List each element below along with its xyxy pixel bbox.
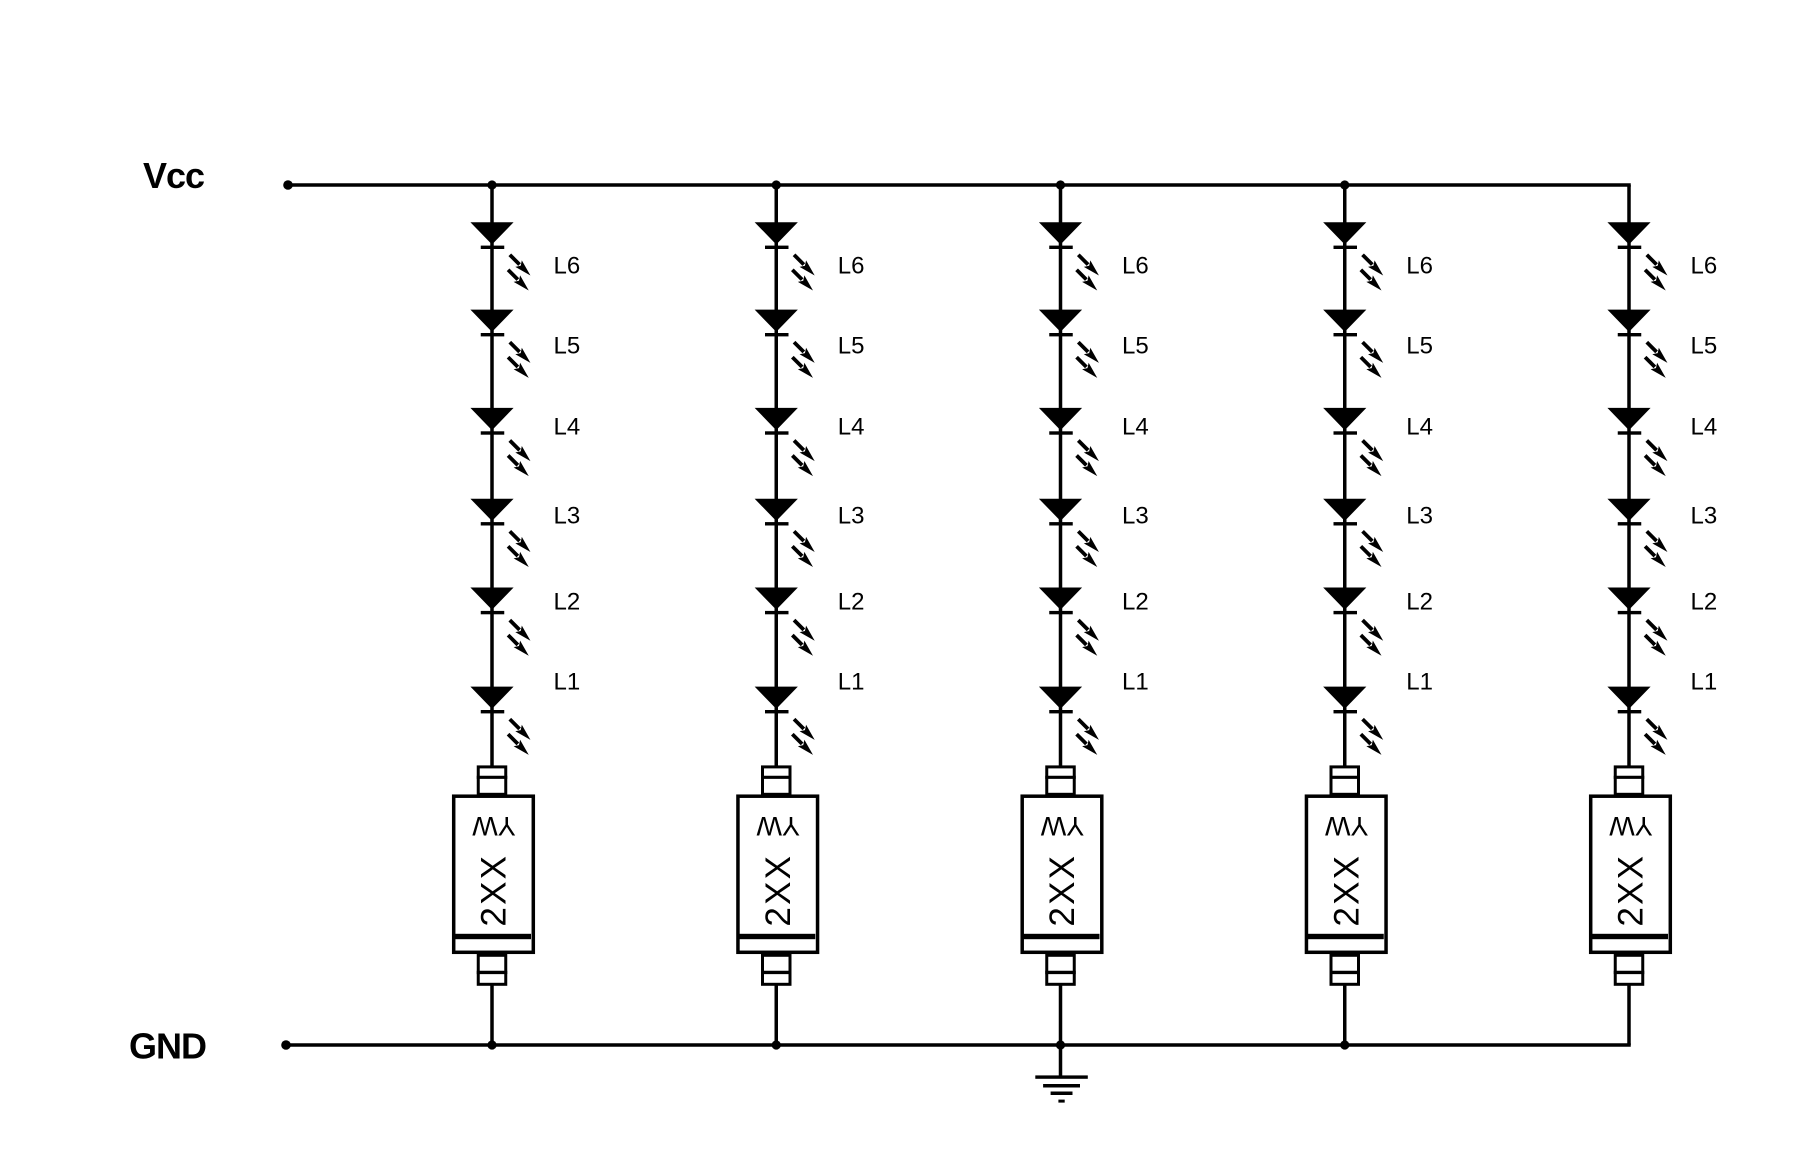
svg-text:GND: GND <box>129 1026 206 1067</box>
svg-text:Vcc: Vcc <box>143 155 204 196</box>
